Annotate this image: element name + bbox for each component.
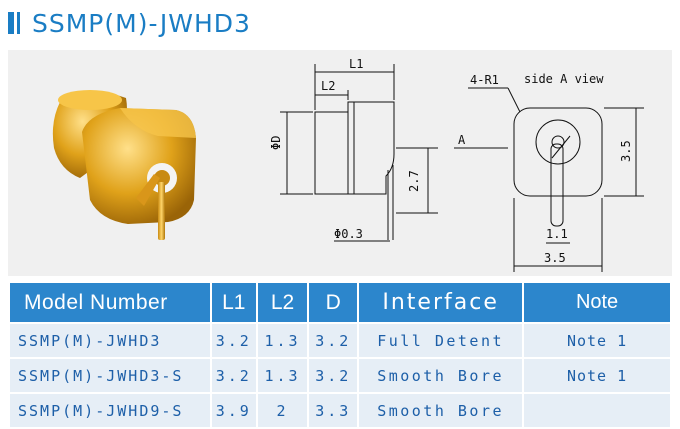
header-interface: Interface <box>359 283 523 322</box>
connector-contact <box>154 170 170 186</box>
cell-d: 3.2 <box>309 359 358 392</box>
header-l2: L2 <box>257 283 308 322</box>
label-height: 3.5 <box>619 140 633 162</box>
header-note: Note <box>524 283 670 322</box>
technical-drawing-panel: L1 L2 ΦD 2.7 Φ0.3 A side A view <box>8 50 672 276</box>
cell-model: SSMP(M)-JWHD3-S <box>10 359 210 392</box>
table-row: SSMP(M)-JWHD3-S 3.2 1.3 3.2 Smooth Bore … <box>10 359 670 392</box>
header-model-number: Model Number <box>10 283 210 322</box>
page-title: SSMP(M)-JWHD3 <box>32 8 251 38</box>
connector-slot <box>136 174 160 206</box>
cell-model: SSMP(M)-JWHD3 <box>10 324 210 357</box>
cell-note <box>524 394 670 427</box>
side-view-body <box>347 101 395 195</box>
label-width: 3.5 <box>544 251 566 265</box>
connector-body-top <box>120 108 196 138</box>
cell-l2: 1.3 <box>257 359 308 392</box>
front-view-slot <box>551 135 571 159</box>
table-row: SSMP(M)-JWHD9-S 3.9 2 3.3 Smooth Bore <box>10 394 670 427</box>
cell-l1: 3.2 <box>211 324 256 357</box>
cell-note: Note 1 <box>524 359 670 392</box>
side-view <box>280 64 508 242</box>
table-header-row: Model Number L1 L2 D Interface Note <box>10 283 670 322</box>
front-view-pin <box>550 143 564 227</box>
connector-pin <box>158 182 165 240</box>
cell-l1: 3.2 <box>211 359 256 392</box>
side-view-flange <box>314 111 349 195</box>
cell-d: 3.3 <box>309 394 358 427</box>
front-view-socket-outer <box>535 119 581 165</box>
cell-l2: 2 <box>257 394 308 427</box>
title-accent-bar <box>8 12 14 34</box>
connector-photo <box>52 90 196 240</box>
page-header: SSMP(M)-JWHD3 <box>8 4 251 42</box>
label-a: A <box>458 133 466 147</box>
cell-interface: Smooth Bore <box>359 359 523 392</box>
label-l2: L2 <box>321 79 335 93</box>
front-view-socket-inner <box>551 135 565 149</box>
label-side-view: side A view <box>524 72 604 86</box>
header-d: D <box>309 283 358 322</box>
drawing-svg: L1 L2 ΦD 2.7 Φ0.3 A side A view <box>52 57 644 272</box>
cell-d: 3.2 <box>309 324 358 357</box>
cell-interface: Smooth Bore <box>359 394 523 427</box>
label-l1: L1 <box>349 57 363 71</box>
table-row: SSMP(M)-JWHD3 3.2 1.3 3.2 Full Detent No… <box>10 324 670 357</box>
label-radius: 4-R1 <box>470 73 499 87</box>
radius-leader <box>507 87 521 113</box>
cell-note: Note 1 <box>524 324 670 357</box>
label-pin-len: 2.7 <box>407 170 421 192</box>
cell-l1: 3.9 <box>211 394 256 427</box>
title-accent-bar-thin <box>17 12 20 34</box>
cell-l2: 1.3 <box>257 324 308 357</box>
header-l1: L1 <box>211 283 256 322</box>
spec-table: Model Number L1 L2 D Interface Note SSMP… <box>8 281 672 429</box>
connector-barrel-top <box>58 90 122 110</box>
label-d: ΦD <box>269 136 283 150</box>
cell-model: SSMP(M)-JWHD9-S <box>10 394 210 427</box>
connector-body <box>82 108 196 224</box>
label-pin-width: 1.1 <box>546 227 568 241</box>
front-view-outline <box>513 107 603 197</box>
cell-interface: Full Detent <box>359 324 523 357</box>
front-view <box>468 87 644 272</box>
label-pin-dia: Φ0.3 <box>334 227 363 241</box>
